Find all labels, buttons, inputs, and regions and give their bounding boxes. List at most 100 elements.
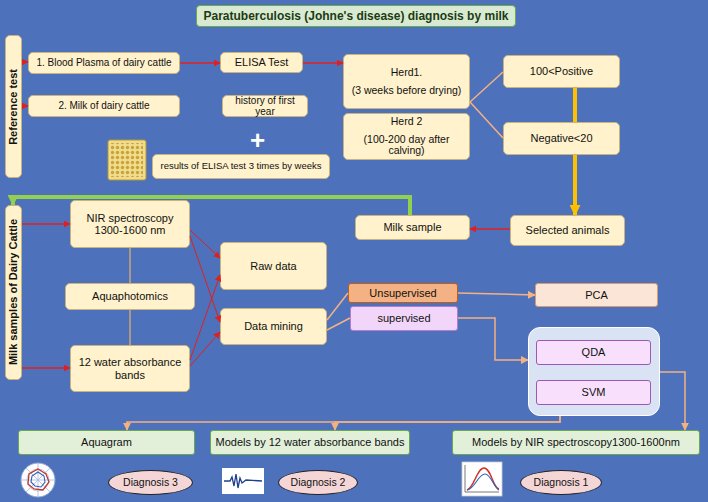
- connector: [303, 62, 343, 64]
- node-text: Aquagram: [81, 436, 132, 448]
- connector: [660, 372, 685, 430]
- plate-wells: [111, 143, 143, 177]
- node-text: Negative<20: [530, 132, 592, 144]
- icon-trace: [31, 472, 45, 487]
- output-box: Models by 12 water absorbance bands: [210, 430, 410, 455]
- output-box: Aquagram: [18, 430, 195, 455]
- node-text: Data mining: [244, 320, 303, 332]
- process-box: Data mining: [220, 308, 327, 345]
- icon-panel: [462, 462, 502, 496]
- node-text: Reference test: [7, 69, 19, 145]
- node-text: Raw data: [250, 260, 296, 272]
- method-box: 12 water absorbance bands: [70, 345, 190, 392]
- node-text: Diagnosis 2: [291, 477, 346, 489]
- node-text: 2. Milk of dairy cattle: [58, 100, 149, 111]
- method-box: NIR spectroscopy 1300-1600 nm: [70, 200, 190, 248]
- herd-box: Herd1. (3 weeks before drying): [343, 54, 470, 109]
- process-box: Raw data: [220, 242, 327, 290]
- node-text: Herd1.: [391, 67, 423, 79]
- node-text: ELISA Test: [235, 56, 289, 68]
- connector: [180, 62, 220, 64]
- method-box: PCA: [535, 283, 658, 307]
- node-text: 100<Positive: [530, 65, 593, 77]
- diagnosis-oval: Diagnosis 1: [520, 470, 602, 495]
- connector-group: [13, 62, 685, 430]
- diagnosis-oval: Diagnosis 3: [108, 470, 193, 495]
- bands-icon: [222, 468, 264, 494]
- connector: [129, 310, 131, 345]
- diagnosis-oval: Diagnosis 2: [278, 470, 358, 495]
- output-box: Models by NIR spectroscopy1300-1600nm: [452, 430, 700, 455]
- group-box: QDA SVM: [528, 327, 660, 416]
- icon-trace: [224, 474, 262, 488]
- icon-axes: [465, 465, 499, 492]
- icon-circle: [21, 463, 55, 497]
- connector: [190, 230, 220, 258]
- connector: [22, 223, 70, 225]
- herd-box: Herd 2 (100-200 day after calving): [343, 113, 470, 160]
- connector: [22, 61, 28, 63]
- connector: [22, 367, 70, 369]
- test-box: ELISA Test: [220, 52, 303, 73]
- connector: [190, 236, 220, 322]
- result-box: 100<Positive: [503, 55, 620, 88]
- connector: [190, 275, 220, 360]
- node-text: supervised: [377, 312, 430, 324]
- connector: [458, 318, 528, 360]
- spectrum-icon: [462, 462, 502, 496]
- sample-box: 1. Blood Plasma of dairy cattle: [28, 52, 180, 74]
- connector: [573, 88, 577, 122]
- node-text: Models by 12 water absorbance bands: [216, 436, 405, 448]
- node-text: (3 weeks before drying): [352, 85, 462, 97]
- node-text: (100-200 day after calving): [347, 134, 466, 158]
- connector: [129, 248, 131, 283]
- process-box: Selected animals: [510, 215, 625, 246]
- node-text: Milk sample: [383, 221, 441, 233]
- node-text: NIR spectroscopy 1300-1600 nm: [74, 212, 186, 237]
- group-label: Milk samples of Dairy Cattle: [5, 205, 22, 380]
- node-text: Selected animals: [526, 224, 610, 236]
- node-text: Diagnosis 3: [123, 477, 178, 489]
- connector: [335, 416, 560, 430]
- icon-spokes: [21, 463, 55, 497]
- info-box: history of first year: [222, 95, 308, 117]
- node-text: Models by NIR spectroscopy1300-1600nm: [472, 436, 680, 448]
- connector: [327, 318, 350, 330]
- icon-panel: [222, 468, 264, 494]
- node-text: history of first year: [226, 95, 304, 117]
- icon-trace: [28, 469, 49, 490]
- info-box: results of ELISA test 3 times by weeks: [152, 154, 330, 179]
- connector: [573, 155, 577, 215]
- sample-box: 2. Milk of dairy cattle: [28, 95, 180, 117]
- group-label: Reference test: [5, 35, 22, 178]
- method-box: QDA: [536, 340, 651, 365]
- method-box: Unsupervised: [348, 283, 458, 303]
- connector: [470, 228, 510, 230]
- node-text: PCA: [585, 289, 608, 301]
- node-text: results of ELISA test 3 times by weeks: [160, 161, 321, 172]
- connector: [22, 105, 28, 107]
- diagram-title: Paratuberculosis (Johne's disease) diagn…: [196, 5, 516, 27]
- connector: [13, 197, 410, 215]
- node-text: Herd 2: [391, 116, 423, 128]
- connector: [470, 72, 503, 102]
- icon-trace: [467, 474, 499, 490]
- connector: [327, 293, 348, 320]
- node-text: Aquaphotomics: [92, 290, 168, 302]
- connector: [470, 102, 503, 138]
- aquagram-icon: [21, 463, 55, 497]
- node-text: SVM: [582, 386, 606, 398]
- method-box: Aquaphotomics: [65, 283, 195, 310]
- node-text: Milk samples of Dairy Cattle: [7, 219, 19, 365]
- elisa-plate: [108, 140, 146, 180]
- node-text: QDA: [582, 346, 606, 358]
- node-text: 12 water absorbance bands: [74, 356, 186, 381]
- method-box: supervised: [350, 306, 458, 331]
- process-box: Milk sample: [355, 215, 470, 240]
- node-text: 1. Blood Plasma of dairy cattle: [36, 57, 171, 68]
- node-text: Diagnosis 1: [534, 477, 589, 489]
- node-text: Unsupervised: [369, 287, 436, 299]
- connector: [458, 293, 535, 295]
